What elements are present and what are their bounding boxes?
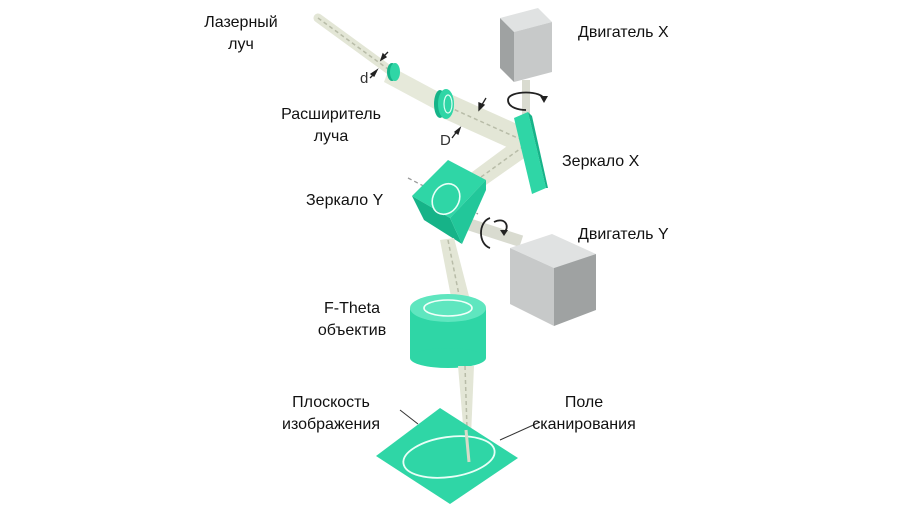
small-d-arrows [369,51,389,79]
motor-y-label: Двигатель Y [578,226,669,243]
motor-x-body [500,8,552,82]
large-d-label: D [440,132,451,149]
laser-beam-thin [313,13,397,77]
beam-expanding [384,66,446,112]
leader-scan-field [499,421,541,441]
large-d-arrows [451,97,487,139]
beam-expander-lens-large [434,89,454,119]
beam-expander-lens-small [387,63,400,81]
mirror-y [412,160,486,244]
small-d-label: d [360,70,369,87]
motor-y-body [510,234,596,326]
f-theta-lens [410,294,486,368]
image-plane [376,408,518,504]
beam-y-to-lens [440,238,470,302]
motor-x-label: Двигатель X [578,24,669,41]
mirror-y-label: Зеркало Y [306,192,384,209]
mirror-x-label: Зеркало X [562,153,640,170]
motor-y-rotation-icon [480,217,491,249]
motor-x-shaft [522,80,530,118]
leader-image-plane [399,409,419,425]
motor-y-shaft [466,218,524,248]
mirror-x [514,112,548,194]
